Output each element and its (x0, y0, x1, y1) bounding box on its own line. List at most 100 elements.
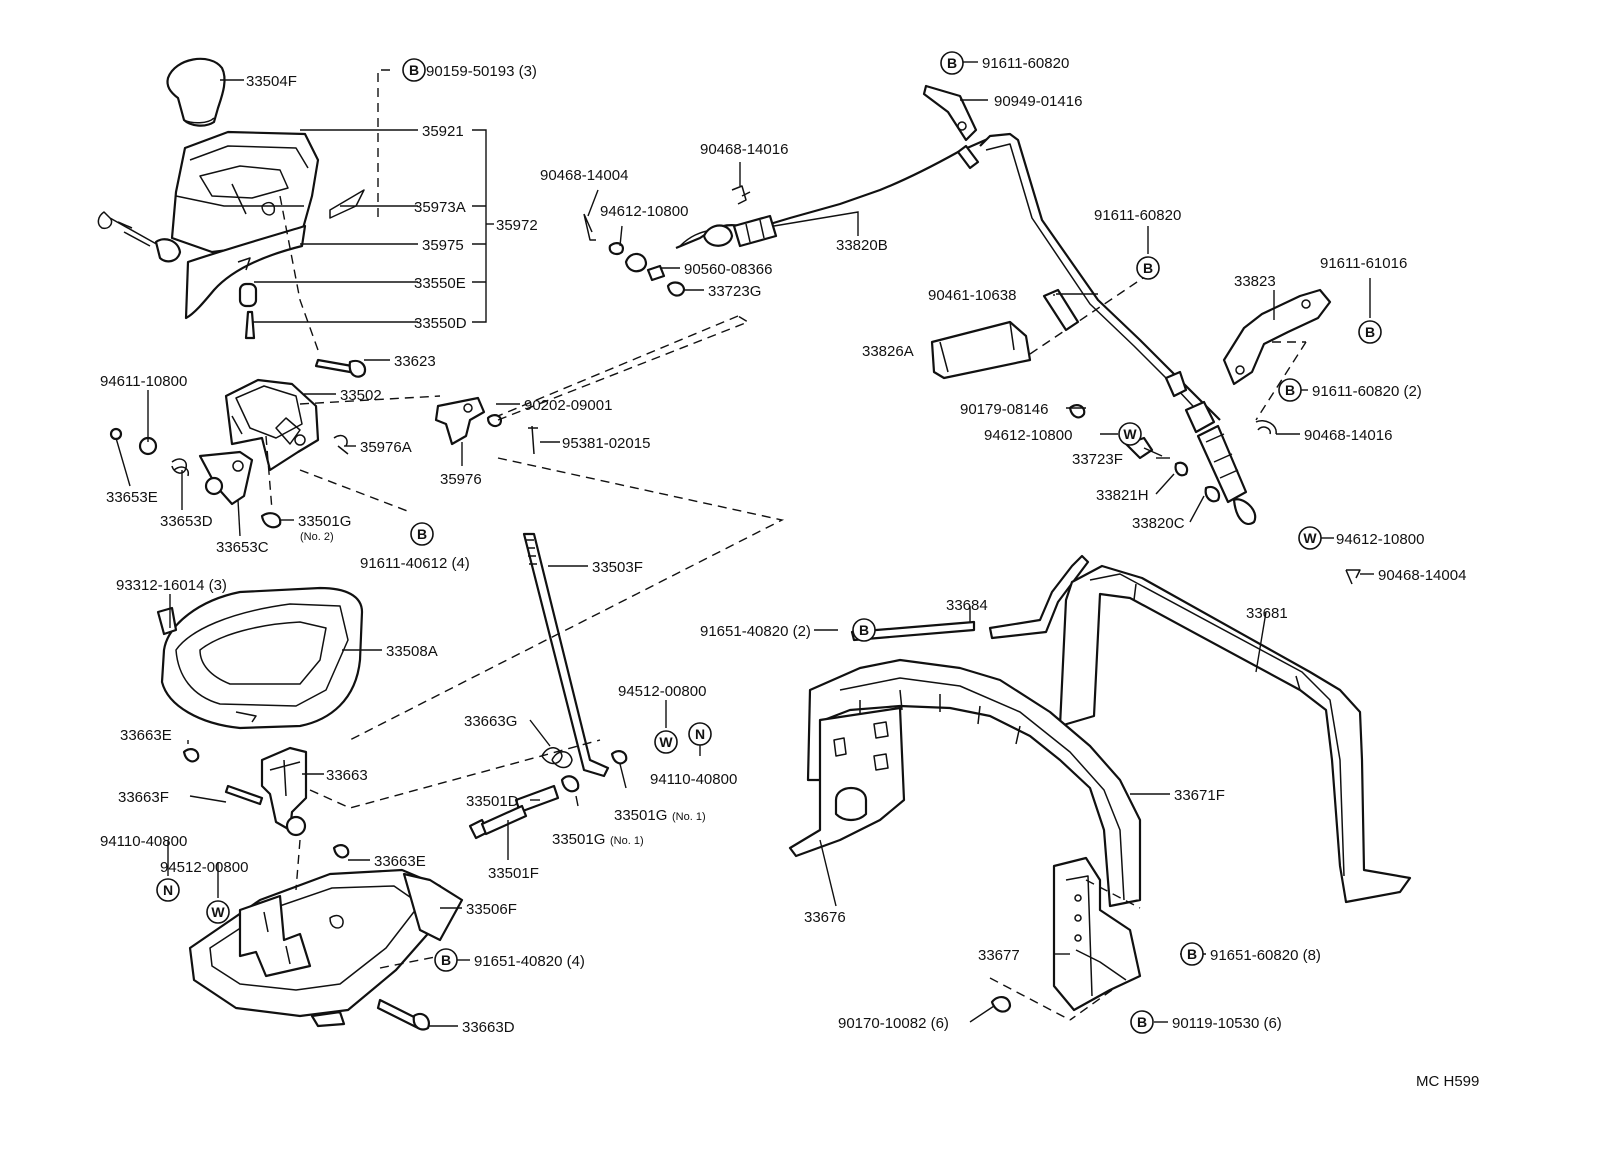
bracket-33677-drawing (990, 856, 1142, 1013)
svg-text:B: B (859, 622, 869, 638)
drawing-code: MC H599 (1416, 1073, 1479, 1090)
part-labels: 33504F 90159-50193 (3) 35921 35973A 3597… (100, 55, 1479, 1090)
bolt-badge: B (1358, 320, 1382, 344)
bracket-33663-drawing (182, 746, 350, 859)
bolt-badge: B (410, 522, 434, 546)
svg-text:B: B (1365, 324, 1375, 340)
part-label-90560-08366: 90560-08366 (684, 261, 772, 278)
part-label-33502: 33502 (340, 387, 382, 404)
assembly-dashed-lines (265, 69, 1307, 1021)
part-label-33653D: 33653D (160, 513, 213, 530)
svg-text:B: B (1143, 260, 1153, 276)
part-label-33676: 33676 (804, 909, 846, 926)
part-label-91611-40612: 91611-40612 (4) (360, 555, 470, 572)
nut-badge: N (688, 722, 712, 746)
part-label-33501G-no2: 33501G (298, 513, 351, 530)
bolt-badge: B (1180, 942, 1204, 966)
svg-text:B: B (1187, 946, 1197, 962)
crossmember-33671F-drawing (806, 658, 1142, 908)
part-label-33501G-no1-a: 33501G (614, 807, 667, 824)
part-label-33826A: 33826A (862, 343, 914, 360)
badges: B B B B B B W W B W N N W B B B (156, 51, 1382, 1034)
part-label-94110-40800-mid: 94110-40800 (650, 771, 737, 788)
bezel-33508A-drawing (156, 586, 364, 730)
svg-text:W: W (211, 904, 225, 920)
part-label-33823: 33823 (1234, 273, 1276, 290)
washer-badge: W (206, 900, 230, 924)
part-label-90170-10082: 90170-10082 (6) (838, 1015, 949, 1032)
part-label-33653C: 33653C (216, 539, 269, 556)
part-label-90202-09001: 90202-09001 (524, 397, 612, 414)
bracket-33676-drawing (788, 706, 906, 858)
washer-badge: W (1298, 526, 1322, 550)
part-label-91611-61016: 91611-61016 (1320, 255, 1407, 272)
bracket-33826A-drawing (930, 288, 1080, 380)
part-label-33653E: 33653E (106, 489, 158, 506)
bolt-badge: B (1136, 256, 1160, 280)
washer-badge: W (654, 730, 678, 754)
part-label-90949-01416: 90949-01416 (994, 93, 1082, 110)
svg-text:W: W (1123, 426, 1137, 442)
svg-text:B: B (417, 526, 427, 542)
part-label-94612-10800-right: 94612-10800 (1336, 531, 1424, 548)
washer-badge: W (1118, 422, 1142, 446)
part-label-33503F: 33503F (592, 559, 643, 576)
part-label-33663D: 33663D (462, 1019, 515, 1036)
bolt-33623-drawing (314, 358, 367, 378)
part-label-33501F: 33501F (488, 865, 539, 882)
part-label-94611-10800: 94611-10800 (100, 373, 187, 390)
part-label-35973A: 35973A (414, 199, 466, 216)
part-label-91651-40820-2: 91651-40820 (2) (700, 623, 811, 640)
part-label-33550D: 33550D (414, 315, 467, 332)
svg-text:B: B (441, 952, 451, 968)
part-label-94110-40800-left: 94110-40800 (100, 833, 187, 850)
part-label-90179-08146: 90179-08146 (960, 401, 1048, 418)
svg-text:B: B (1137, 1014, 1147, 1030)
lever-bracket-drawing (224, 378, 320, 472)
plate-35976-drawing (434, 396, 538, 455)
leader-lines (115, 61, 1374, 1027)
part-label-35976: 35976 (440, 471, 482, 488)
part-label-33501G-no1-a-note: (No. 1) (672, 811, 706, 823)
part-label-33663F: 33663F (118, 789, 169, 806)
lever-pivot-parts-drawing (468, 747, 628, 840)
svg-text:W: W (659, 734, 673, 750)
part-label-33501G-no1-b-note: (No. 1) (610, 835, 644, 847)
part-label-94512-00800-left: 94512-00800 (160, 859, 248, 876)
rod-33684-drawing (850, 554, 1090, 642)
bolt-badge: B (434, 948, 458, 972)
part-label-33663E-a: 33663E (120, 727, 172, 744)
bolt-badge: B (1130, 1010, 1154, 1034)
part-label-90468-14004-top: 90468-14004 (540, 167, 628, 184)
part-label-91611-60820-top: 91611-60820 (982, 55, 1069, 72)
part-label-90468-14016-right: 90468-14016 (1304, 427, 1392, 444)
part-label-33821H: 33821H (1096, 487, 1149, 504)
part-label-94512-00800-mid: 94512-00800 (618, 683, 706, 700)
base-33506F-drawing (188, 868, 464, 1031)
part-label-33663E-b: 33663E (374, 853, 426, 870)
part-label-33506F: 33506F (466, 901, 517, 918)
pins-drawing (238, 282, 258, 340)
shift-knob-drawing (166, 57, 226, 127)
part-label-91611-60820-mid: 91611-60820 (1094, 207, 1181, 224)
part-label-33663: 33663 (326, 767, 368, 784)
shift-housing-drawing (97, 130, 365, 320)
part-label-33663G: 33663G (464, 713, 517, 730)
bolt-badge: B (940, 51, 964, 75)
svg-text:B: B (1285, 382, 1295, 398)
part-label-33820B: 33820B (836, 237, 888, 254)
part-label-33723G: 33723G (708, 283, 761, 300)
part-label-90159-50193: 90159-50193 (3) (426, 63, 537, 80)
part-label-95381-02015: 95381-02015 (562, 435, 650, 452)
bracket-33823-drawing (1222, 288, 1361, 585)
detent-parts-drawing (109, 427, 349, 529)
part-label-33508A: 33508A (386, 643, 438, 660)
part-label-35921: 35921 (422, 123, 464, 140)
part-label-94612-10800-top: 94612-10800 (600, 203, 688, 220)
part-label-33501G-no2-note: (No. 2) (300, 531, 334, 543)
svg-text:W: W (1303, 530, 1317, 546)
part-label-33684: 33684 (946, 597, 988, 614)
part-label-33681: 33681 (1246, 605, 1288, 622)
part-label-33623: 33623 (394, 353, 436, 370)
part-label-90468-14016-top: 90468-14016 (700, 141, 788, 158)
